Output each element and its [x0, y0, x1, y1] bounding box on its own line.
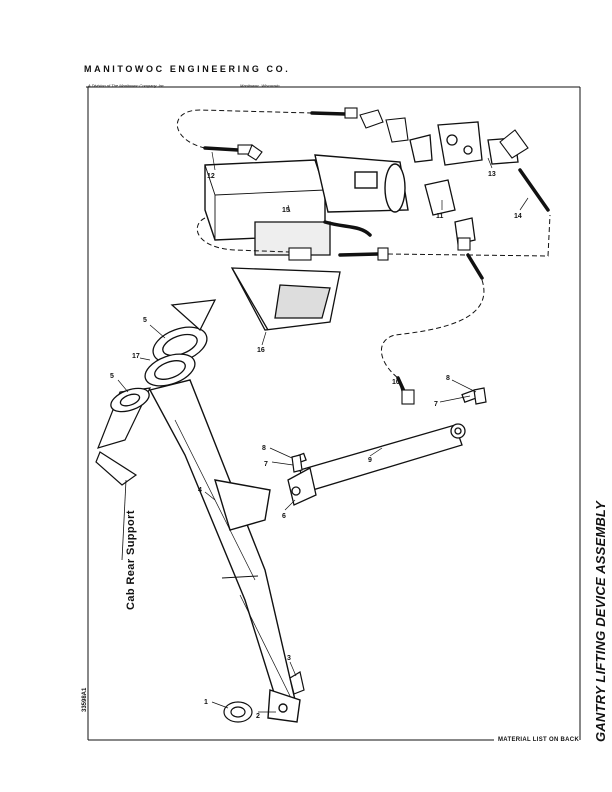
assembly-title: GANTRY LIFTING DEVICE ASSEMBLY — [593, 501, 608, 742]
material-list-note: MATERIAL LIST ON BACK — [498, 737, 580, 743]
part-label-17: 17 — [132, 353, 140, 360]
pin-8b — [473, 387, 487, 405]
hose-motor — [323, 220, 372, 237]
bushing-rings — [110, 299, 217, 413]
part-label-8b: 8 — [446, 375, 450, 382]
part-label-9: 9 — [368, 457, 372, 464]
hose-routing — [176, 109, 551, 379]
part-label-5b: 5 — [110, 373, 114, 380]
pin-8a — [291, 454, 303, 473]
part-label-8a: 8 — [262, 445, 266, 452]
part-label-14: 14 — [514, 213, 522, 220]
part-label-16: 16 — [257, 347, 265, 354]
cab-rear-support — [95, 387, 152, 561]
part-label-4: 4 — [198, 487, 202, 494]
page-frame — [86, 86, 581, 741]
hose-mid — [338, 252, 380, 257]
part-numbers: 1 2 3 4 5 5 6 7 7 8 8 9 10 11 12 13 14 1… — [110, 171, 522, 720]
electric-motor — [314, 154, 409, 213]
mounting-bracket — [230, 221, 341, 331]
part-label-12: 12 — [207, 173, 215, 180]
division-line: A Division of The Manitowoc Company, Inc… — [88, 83, 165, 88]
part-label-5a: 5 — [143, 317, 147, 324]
drawing-number: 33598A1 — [82, 687, 88, 712]
pins-and-spacers — [223, 387, 487, 723]
part-label-15: 15 — [282, 207, 290, 214]
hose-14 — [518, 168, 550, 212]
part-label-13: 13 — [488, 171, 496, 178]
hydraulic-cylinder — [287, 389, 479, 506]
hose-fittings — [237, 107, 529, 405]
hose-12 — [203, 146, 240, 152]
part-label-3: 3 — [287, 655, 291, 662]
leader-lines — [117, 151, 529, 713]
company-name: MANITOWOC ENGINEERING CO. — [84, 64, 291, 74]
part-label-7a: 7 — [264, 461, 268, 468]
part-label-6: 6 — [282, 513, 286, 520]
cab-rear-support-label: Cab Rear Support — [125, 510, 137, 610]
hose-right — [466, 253, 484, 280]
part-label-11: 11 — [436, 213, 444, 220]
location-line: Manitowoc, Wisconsin — [240, 83, 280, 88]
fitting-tee — [424, 179, 476, 245]
hose-top — [310, 111, 347, 116]
part-label-2: 2 — [256, 713, 260, 720]
part-label-10: 10 — [392, 379, 400, 386]
part-label-1: 1 — [204, 699, 208, 706]
boom-arm — [148, 379, 301, 723]
pin-3 — [289, 671, 305, 695]
part-label-7b: 7 — [434, 401, 438, 408]
